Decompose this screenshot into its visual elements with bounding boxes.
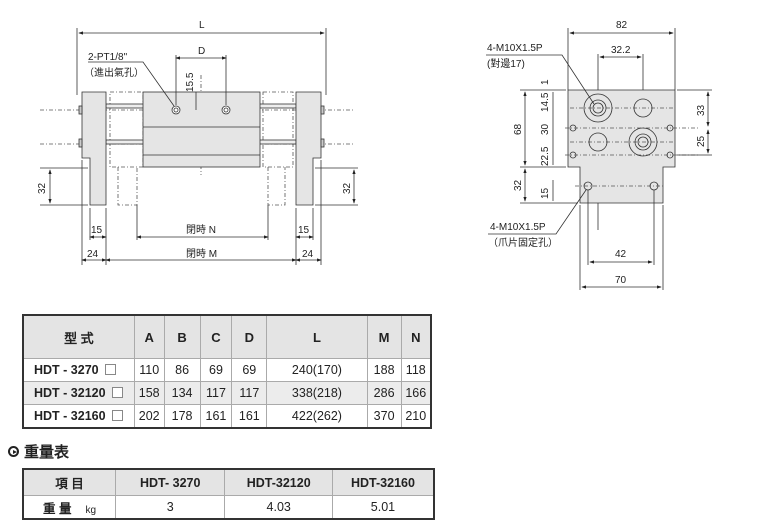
cell: 210 xyxy=(400,404,432,429)
dim-1: 1 xyxy=(540,79,551,85)
dim-32: 32 xyxy=(513,179,524,191)
header-L: L xyxy=(266,314,368,359)
dim-42: 42 xyxy=(615,249,627,260)
port-label: 2-PT1/8" xyxy=(88,52,128,63)
header-M: M xyxy=(366,314,402,359)
model-cell: HDT - 3270 xyxy=(22,358,135,382)
dim-24-right: 24 xyxy=(302,249,314,260)
header-model: HDT- 3270 xyxy=(115,468,226,496)
cell: 370 xyxy=(366,404,402,429)
dim-33: 33 xyxy=(696,104,707,116)
dim-82: 82 xyxy=(616,20,628,31)
weight-title: 重量表 xyxy=(24,444,70,461)
cell: 69 xyxy=(199,358,233,382)
cell: 240(170) xyxy=(266,358,368,382)
cell: 134 xyxy=(163,381,201,405)
jaw-thread-note: （爪片固定孔） xyxy=(488,236,558,249)
port-note: （進出氣孔） xyxy=(84,66,144,79)
model-cell: HDT - 32120 xyxy=(22,381,135,405)
header-D: D xyxy=(231,314,268,359)
cell: 118 xyxy=(400,358,432,382)
spec-table: 型 式 A B C D L M N HDT - 3270 110 86 69 6… xyxy=(22,314,432,429)
cell: 188 xyxy=(366,358,402,382)
dim-L: L xyxy=(199,20,205,31)
header-A: A xyxy=(133,314,165,359)
dim-32-2: 32.2 xyxy=(611,45,631,56)
header-item: 項 目 xyxy=(22,468,117,496)
thread-note: (對邊17) xyxy=(487,57,525,70)
cell: 338(218) xyxy=(266,381,368,405)
weight-header-row: 項 目 HDT- 3270 HDT-32120 HDT-32160 xyxy=(22,468,435,496)
weight-section-heading: 重量表 xyxy=(8,441,69,462)
spec-header-row: 型 式 A B C D L M N xyxy=(22,314,432,359)
row-label: 重 量 xyxy=(42,501,72,516)
cell: 178 xyxy=(163,404,201,429)
dim-32-right: 32 xyxy=(342,182,353,194)
header-B: B xyxy=(163,314,201,359)
dim-30: 30 xyxy=(540,123,551,135)
unit: kg xyxy=(85,504,97,516)
table-row: HDT - 3270 110 86 69 69 240(170) 188 118 xyxy=(22,358,432,382)
checkbox[interactable] xyxy=(111,410,123,421)
cell: 161 xyxy=(231,404,268,429)
cell: 117 xyxy=(199,381,233,405)
cell: 422(262) xyxy=(266,404,368,429)
cell: 158 xyxy=(133,381,165,405)
dim-14-5: 14.5 xyxy=(540,92,551,112)
cell: 4.03 xyxy=(224,495,333,520)
front-view xyxy=(40,28,358,265)
cell: 69 xyxy=(231,358,268,382)
dim-15-right: 15 xyxy=(298,225,310,236)
dim-32-left: 32 xyxy=(37,182,48,194)
technical-drawing: L D 2-PT1/8" （進出氣孔） 15.5 32 32 15 15 閉時 … xyxy=(37,20,712,290)
dim-68: 68 xyxy=(513,123,524,135)
dim-25: 25 xyxy=(696,135,707,147)
cell: 5.01 xyxy=(331,495,435,520)
dim-15: 15 xyxy=(540,187,551,199)
cell: 117 xyxy=(231,381,268,405)
circle-arrow-icon xyxy=(8,446,19,457)
weight-table: 項 目 HDT- 3270 HDT-32120 HDT-32160 重 量 kg … xyxy=(22,468,435,520)
closed-M: 閉時 M xyxy=(186,248,217,260)
dim-D: D xyxy=(198,46,205,57)
header-model: 型 式 xyxy=(22,314,135,359)
header-C: C xyxy=(199,314,233,359)
model-name: HDT - 32160 xyxy=(34,409,106,423)
dim-24-left: 24 xyxy=(87,249,99,260)
cell: 161 xyxy=(199,404,233,429)
table-row: HDT - 32160 202 178 161 161 422(262) 370… xyxy=(22,404,432,429)
row-label-cell: 重 量 kg xyxy=(22,495,117,520)
cell: 110 xyxy=(133,358,165,382)
side-view xyxy=(486,28,712,290)
jaw-thread-label: 4-M10X1.5P xyxy=(490,222,546,233)
checkbox[interactable] xyxy=(104,364,116,375)
cell: 166 xyxy=(400,381,432,405)
header-N: N xyxy=(400,314,432,359)
dim-22-5: 22.5 xyxy=(540,146,551,166)
cell: 202 xyxy=(133,404,165,429)
table-row: 重 量 kg 3 4.03 5.01 xyxy=(22,495,435,520)
cell: 3 xyxy=(115,495,226,520)
model-name: HDT - 32120 xyxy=(34,386,106,400)
dim-15-left: 15 xyxy=(91,225,103,236)
thread-label: 4-M10X1.5P xyxy=(487,43,543,54)
dim-15-5: 15.5 xyxy=(185,72,196,92)
table-row: HDT - 32120 158 134 117 117 338(218) 286… xyxy=(22,381,432,405)
header-model: HDT-32160 xyxy=(331,468,435,496)
model-cell: HDT - 32160 xyxy=(22,404,135,429)
cell: 86 xyxy=(163,358,201,382)
header-model: HDT-32120 xyxy=(224,468,333,496)
cell: 286 xyxy=(366,381,402,405)
model-name: HDT - 3270 xyxy=(34,363,99,377)
front-view-labels: L D 2-PT1/8" （進出氣孔） 15.5 32 32 15 15 閉時 … xyxy=(37,20,353,260)
closed-N: 閉時 N xyxy=(186,224,216,236)
dim-70: 70 xyxy=(615,275,627,286)
checkbox[interactable] xyxy=(111,387,123,398)
side-view-labels: 82 32.2 4-M10X1.5P (對邊17) 1 14.5 30 22.5… xyxy=(487,20,707,286)
